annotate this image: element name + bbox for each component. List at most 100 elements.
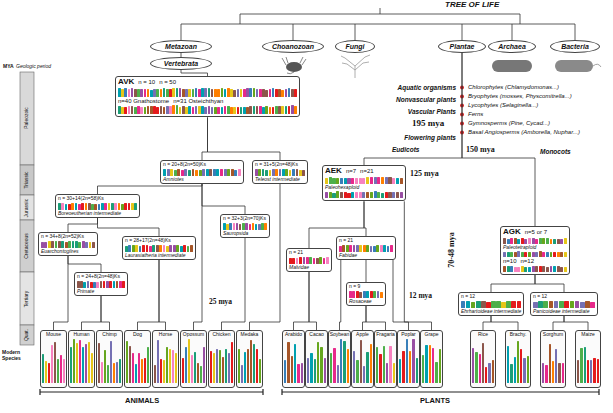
chromosome-bar bbox=[301, 363, 303, 382]
period-band bbox=[20, 72, 34, 165]
chromosome-bar bbox=[359, 192, 362, 199]
chromosome-bar bbox=[154, 365, 156, 383]
tree-branch bbox=[68, 256, 101, 272]
chromosome-bar bbox=[265, 106, 268, 114]
period-label: Jurassic bbox=[24, 198, 30, 216]
chromosome-bar bbox=[385, 177, 388, 184]
chromosome-bar bbox=[101, 362, 103, 382]
chromosome-bar bbox=[580, 302, 585, 308]
chromosome-bar bbox=[366, 291, 369, 297]
karyotype-bars bbox=[42, 339, 65, 383]
chromosome-bar bbox=[291, 105, 294, 114]
chromosome-bar bbox=[351, 178, 354, 184]
chromosome-bar bbox=[135, 364, 137, 383]
node-title: AEK bbox=[325, 167, 342, 176]
chromosome-bar bbox=[82, 241, 85, 248]
chromosome-bar bbox=[144, 358, 146, 382]
chromosome-bar bbox=[42, 354, 44, 382]
species-box: Rice bbox=[470, 330, 496, 388]
node-title: n = 12 bbox=[461, 294, 475, 300]
chromosome-bar bbox=[131, 106, 134, 115]
chromosome-bar bbox=[166, 106, 169, 114]
chromosome-bar bbox=[514, 267, 517, 272]
chromosome-bar bbox=[135, 245, 138, 251]
chromosome-bar bbox=[269, 89, 272, 97]
chromosome-bar bbox=[182, 89, 185, 97]
chromosome-bar bbox=[190, 245, 193, 251]
node-text: n=12 bbox=[521, 258, 535, 265]
lineage-label: Ferns bbox=[468, 111, 483, 118]
chromosome-bar bbox=[91, 204, 94, 210]
clade-label: Monocots bbox=[540, 148, 571, 155]
time-label: 25 mya bbox=[208, 298, 233, 306]
tree-branch bbox=[553, 316, 564, 330]
chromosome-bar bbox=[150, 106, 153, 115]
group-oval: Archaea bbox=[488, 40, 536, 53]
chromosome-bar bbox=[172, 88, 175, 97]
karyotype-box: n = 12Ehrhartoideae intermediate bbox=[458, 292, 524, 316]
chromosome-bar bbox=[216, 349, 218, 383]
chromosome-bar bbox=[119, 281, 122, 287]
species-box: Medaka bbox=[236, 330, 263, 388]
chromosome-bar bbox=[564, 252, 567, 257]
karyotype-box: AEKn=7n=21Paleohexaploid bbox=[322, 165, 406, 201]
chromosome-bar bbox=[256, 89, 259, 97]
tree-branch bbox=[462, 53, 535, 226]
chromosome-bar bbox=[542, 252, 545, 257]
chromosome-bar bbox=[243, 89, 246, 96]
chromosome-bar bbox=[521, 238, 524, 244]
node-text: Primate bbox=[77, 289, 94, 295]
chromosome-bar bbox=[239, 224, 242, 230]
chromosome-bar bbox=[57, 359, 59, 383]
chromosome-bar bbox=[479, 354, 481, 382]
chromosome-bar bbox=[166, 246, 169, 252]
node-title: Dog bbox=[133, 332, 142, 338]
period-label: Tertiary bbox=[24, 290, 30, 306]
karyotype-bars bbox=[330, 339, 349, 383]
chromosome-bar bbox=[296, 258, 299, 264]
chromosome-bar bbox=[507, 252, 510, 258]
chromosome-bar bbox=[355, 178, 358, 184]
chromosome-bar bbox=[244, 352, 246, 383]
chromosome-bar bbox=[209, 169, 212, 175]
axis-label: Modern Species bbox=[2, 350, 38, 361]
chromosome-bar bbox=[340, 178, 343, 184]
chromosome-bar bbox=[134, 107, 137, 115]
chromosome-bar bbox=[185, 347, 187, 383]
chromosome-bar bbox=[191, 355, 193, 382]
chromosome-bar bbox=[246, 107, 249, 114]
node-text: n=21 bbox=[360, 168, 374, 175]
chromosome-bar bbox=[83, 282, 86, 288]
karyotype-box: n = 21Malvidae bbox=[286, 248, 332, 272]
chromosome-bar bbox=[284, 360, 286, 382]
group-oval: Metazoan bbox=[150, 40, 212, 53]
chromosome-bar bbox=[175, 353, 177, 382]
species-box: Mouse bbox=[40, 330, 67, 388]
clade-label: Nonvascular plants bbox=[396, 96, 456, 103]
chromosome-bar bbox=[485, 367, 487, 383]
chromosome-bar bbox=[226, 224, 229, 230]
chromosome-bar bbox=[233, 223, 236, 229]
chromosome-bar bbox=[216, 169, 219, 175]
chromosome-bar bbox=[252, 223, 255, 229]
chromosome-bar bbox=[340, 192, 343, 199]
chromosome-bar bbox=[44, 242, 47, 248]
chromosome-bar bbox=[197, 363, 199, 382]
chromosome-bar bbox=[272, 169, 275, 175]
chromosome-bar bbox=[169, 245, 172, 252]
chromosome-bar bbox=[185, 107, 188, 115]
chromosome-bar bbox=[160, 359, 162, 383]
chromosome-bar bbox=[246, 88, 249, 97]
chromosome-bar bbox=[116, 281, 119, 287]
chromosome-bar bbox=[343, 341, 345, 383]
chromosome-bar bbox=[255, 224, 258, 230]
chromosome-bar bbox=[118, 203, 121, 209]
chromosome-bar bbox=[144, 89, 147, 96]
group-oval: Fungi bbox=[335, 40, 375, 53]
chromosome-bar bbox=[542, 266, 545, 271]
chromosome-bar bbox=[542, 238, 545, 243]
node-title: AVK bbox=[118, 78, 134, 87]
chromosome-bar bbox=[476, 301, 480, 307]
chromosome-bar bbox=[265, 90, 268, 97]
